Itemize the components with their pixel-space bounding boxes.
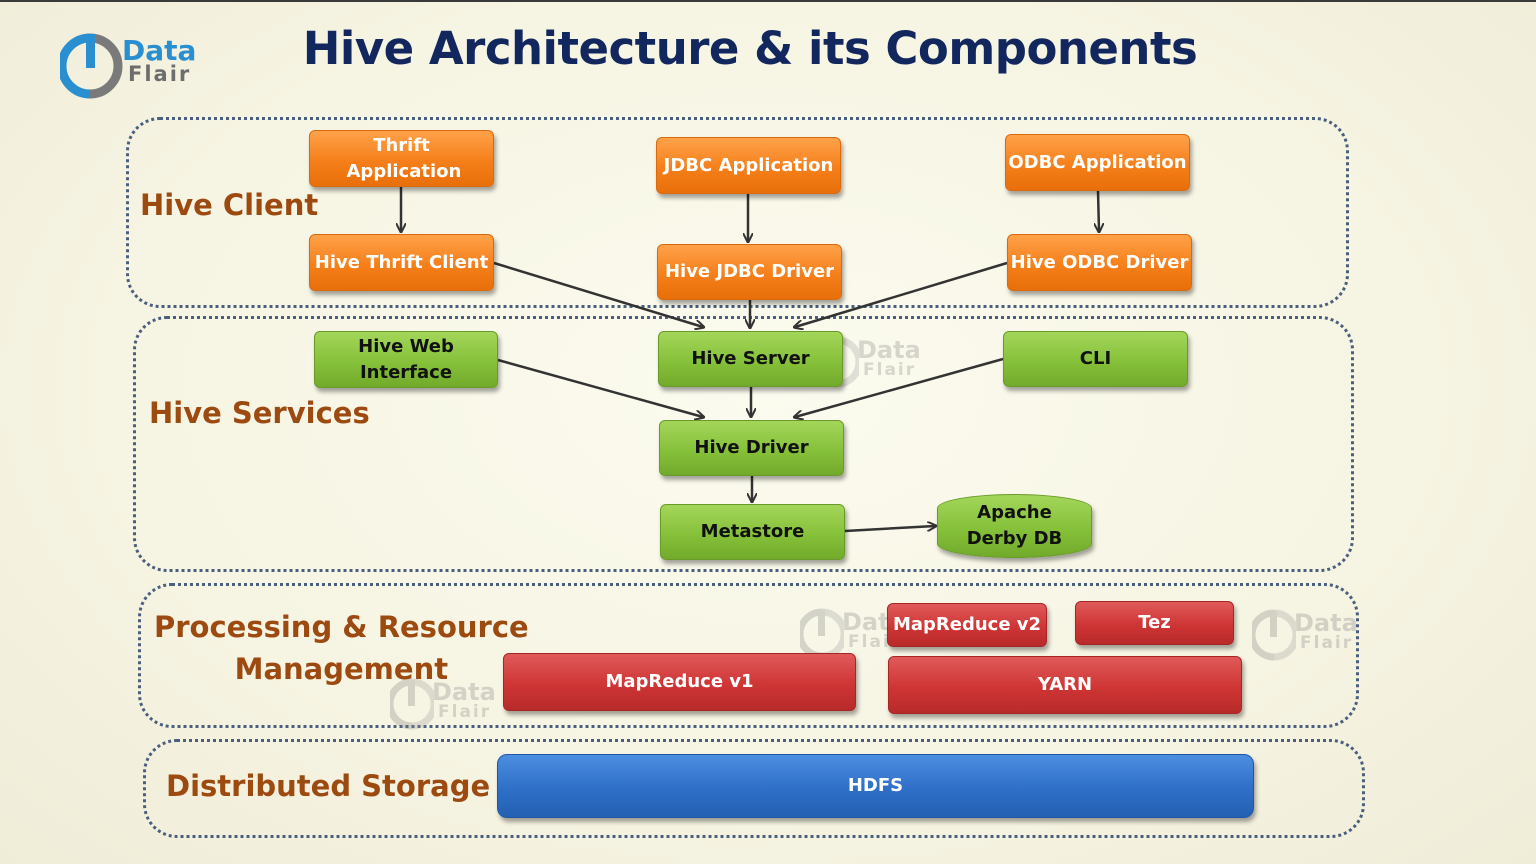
- hive-web-interface-node[interactable]: Hive Web Interface: [314, 331, 498, 388]
- storage-label: Distributed Storage: [166, 769, 491, 803]
- arrow-metastore-to-derby: [844, 526, 935, 533]
- watermark-text-data: Data: [432, 678, 496, 706]
- mapreduce-v2-label: MapReduce v2: [892, 614, 1042, 635]
- hive-server-node[interactable]: Hive Server: [658, 331, 843, 387]
- processing-label-line2: Management: [234, 652, 449, 686]
- hive-driver-node[interactable]: Hive Driver: [659, 420, 844, 476]
- odbc-application-label: ODBC Application: [1008, 151, 1187, 173]
- watermark-text-flair: Flair: [863, 360, 917, 380]
- yarn-node[interactable]: YARN: [888, 656, 1242, 714]
- arrow-odbc-app-to-driver: [1098, 190, 1099, 231]
- jdbc-application-label: JDBC Application: [663, 154, 834, 176]
- watermark-text-flair: Flair: [438, 702, 492, 722]
- tez-node[interactable]: Tez: [1075, 601, 1234, 645]
- arrow-thrift-client-to-server: [493, 261, 703, 327]
- odbc-application-node[interactable]: ODBC Application: [1005, 134, 1190, 191]
- storage-layer: [143, 739, 1365, 838]
- cli-label: CLI: [1079, 348, 1112, 369]
- apache-derby-db-node[interactable]: Apache Derby DB: [937, 494, 1092, 558]
- hdfs-node[interactable]: HDFS: [497, 754, 1254, 818]
- arrow-cli-to-driver: [795, 357, 1004, 417]
- thrift-application-node[interactable]: Thrift Application: [309, 130, 494, 187]
- dataflair-logo-icon: [60, 33, 123, 99]
- yarn-label: YARN: [1037, 674, 1093, 695]
- jdbc-application-node[interactable]: JDBC Application: [656, 137, 841, 194]
- hive-services-layer: [133, 316, 1354, 572]
- hive-driver-label: Hive Driver: [694, 437, 809, 458]
- top-border-line: [0, 0, 1536, 2]
- metastore-label: Metastore: [700, 521, 805, 542]
- processing-layer: [138, 583, 1359, 728]
- hive-services-label: Hive Services: [149, 396, 370, 430]
- hive-thrift-client-node[interactable]: Hive Thrift Client: [309, 234, 494, 291]
- thrift-application-label: Thrift Application: [346, 134, 462, 182]
- mapreduce-v2-node[interactable]: MapReduce v2: [887, 603, 1047, 647]
- hive-client-layer: [126, 117, 1349, 308]
- hdfs-label: HDFS: [847, 775, 904, 796]
- cli-node[interactable]: CLI: [1003, 331, 1188, 387]
- hive-web-interface-label: Hive Web Interface: [358, 335, 454, 383]
- metastore-node[interactable]: Metastore: [660, 504, 845, 560]
- hive-odbc-driver-label: Hive ODBC Driver: [1010, 251, 1189, 273]
- tez-label: Tez: [1138, 612, 1171, 633]
- hive-jdbc-driver-label: Hive JDBC Driver: [664, 261, 835, 282]
- hive-client-label: Hive Client: [140, 188, 319, 222]
- logo-text-flair: Flair: [128, 62, 192, 86]
- hive-server-label: Hive Server: [691, 348, 810, 369]
- arrow-web-interface-to-driver: [497, 358, 703, 417]
- hive-odbc-driver-node[interactable]: Hive ODBC Driver: [1007, 234, 1192, 291]
- processing-label-line1: Processing & Resource: [154, 610, 529, 644]
- watermark-text-flair: Flair: [1300, 633, 1354, 653]
- processing-label: Processing & Resource Management: [154, 606, 529, 690]
- hive-thrift-client-label: Hive Thrift Client: [314, 251, 489, 273]
- arrow-odbc-driver-to-server: [795, 261, 1008, 327]
- dataflair-logo: Data Flair: [60, 30, 200, 102]
- hive-jdbc-driver-node[interactable]: Hive JDBC Driver: [657, 244, 842, 300]
- logo-text-data: Data: [122, 34, 197, 67]
- watermark-text-data: Data: [1294, 609, 1358, 637]
- mapreduce-v1-label: MapReduce v1: [605, 671, 754, 692]
- watermark-text-data: Data: [857, 336, 921, 364]
- watermark-text-flair: Flair: [848, 632, 902, 652]
- mapreduce-v1-node[interactable]: MapReduce v1: [503, 653, 856, 711]
- apache-derby-db-label: Apache Derby DB: [966, 502, 1063, 549]
- page-title: Hive Architecture & its Components: [302, 22, 1198, 75]
- watermark: Data Flair: [1248, 609, 1372, 669]
- watermark: Data Flair: [386, 678, 510, 738]
